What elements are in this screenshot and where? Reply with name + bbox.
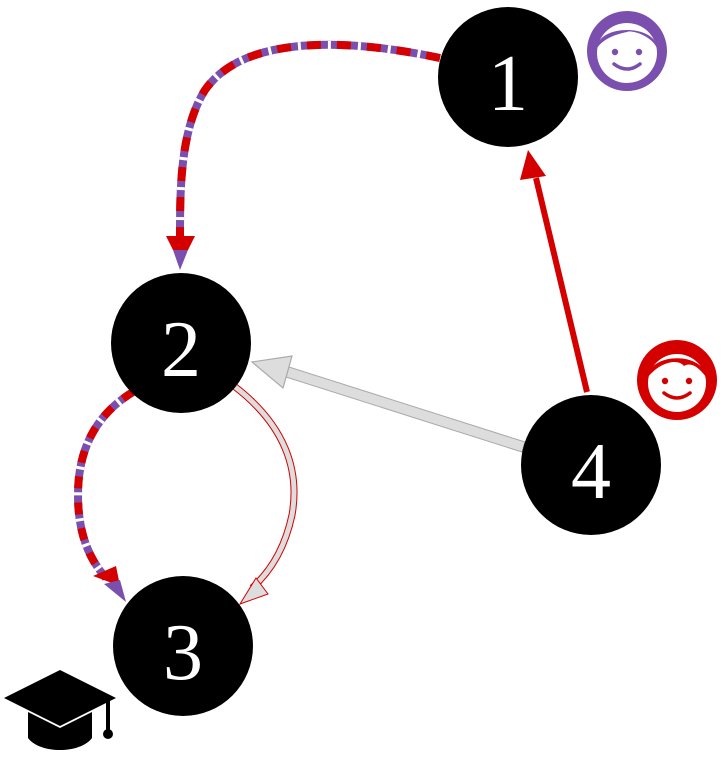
node-2-label: 2 <box>161 306 201 394</box>
node-4[interactable]: 4 <box>521 395 661 535</box>
edge-4-to-2 <box>250 355 526 453</box>
edge-1-to-2 <box>166 40 441 270</box>
person-icon <box>587 11 667 91</box>
node-1[interactable]: 1 <box>438 7 578 147</box>
edge-2-to-3-dashed <box>73 388 136 602</box>
person-icon <box>637 340 717 420</box>
graduation-cap-icon <box>4 670 116 750</box>
edge-2-to-3-outlined <box>231 383 298 605</box>
node-3-label: 3 <box>163 609 203 697</box>
node-3[interactable]: 3 <box>113 576 253 716</box>
node-4-label: 4 <box>571 428 611 516</box>
edge-4-to-1 <box>520 150 590 393</box>
node-1-label: 1 <box>488 40 528 128</box>
node-2[interactable]: 2 <box>111 273 251 413</box>
